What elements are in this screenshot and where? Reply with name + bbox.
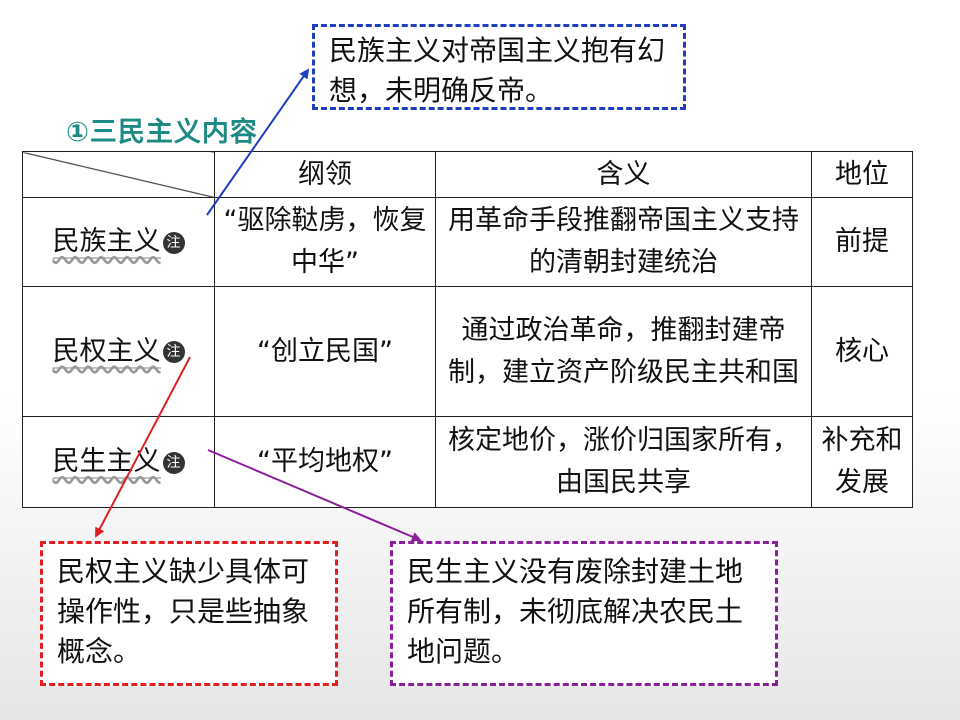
program-cell: “创立民国” [214, 286, 436, 417]
header-meaning: 含义 [435, 151, 812, 198]
status-cell: 补充和发展 [811, 416, 913, 508]
row-name: 民权主义 [52, 335, 161, 369]
note-livelihood-critique: 民生主义没有废除封建土地所有制，未彻底解决农民土地问题。 [390, 541, 778, 686]
three-principles-table: 纲领 含义 地位 民族主义注 “驱除鞑虏，恢复中华” 用革命手段推翻帝国主义支持… [22, 151, 913, 508]
table-row: 民生主义注 “平均地权” 核定地价，涨价归国家所有，由国民共享 补充和发展 [22, 416, 913, 508]
note-badge[interactable]: 注 [162, 231, 185, 254]
program-cell: “驱除鞑虏，恢复中华” [214, 197, 436, 287]
section-title: ①三民主义内容 [66, 117, 258, 148]
note-badge[interactable]: 注 [162, 451, 185, 474]
note-democracy-critique: 民权主义缺少具体可操作性，只是些抽象概念。 [40, 541, 338, 686]
corner-cell [22, 151, 215, 198]
row-name-cell: 民生主义注 [22, 416, 215, 508]
note-nationalism-critique: 民族主义对帝国主义抱有幻想，未明确反帝。 [312, 24, 686, 110]
program-cell: “平均地权” [214, 416, 436, 508]
row-name-cell: 民权主义注 [22, 286, 215, 417]
row-name-cell: 民族主义注 [22, 197, 215, 287]
table-header-row: 纲领 含义 地位 [22, 151, 913, 198]
note-badge[interactable]: 注 [162, 341, 185, 363]
meaning-cell: 通过政治革命，推翻封建帝制，建立资产阶级民主共和国 [435, 286, 812, 417]
header-program: 纲领 [214, 151, 436, 198]
row-name: 民生主义 [52, 446, 161, 479]
status-cell: 核心 [811, 286, 913, 417]
row-name: 民族主义 [52, 226, 161, 259]
header-status: 地位 [811, 151, 913, 198]
table-row: 民权主义注 “创立民国” 通过政治革命，推翻封建帝制，建立资产阶级民主共和国 核… [22, 286, 913, 417]
status-cell: 前提 [811, 197, 913, 287]
meaning-cell: 用革命手段推翻帝国主义支持的清朝封建统治 [435, 197, 812, 287]
table-row: 民族主义注 “驱除鞑虏，恢复中华” 用革命手段推翻帝国主义支持的清朝封建统治 前… [22, 197, 913, 287]
meaning-cell: 核定地价，涨价归国家所有，由国民共享 [435, 416, 812, 508]
